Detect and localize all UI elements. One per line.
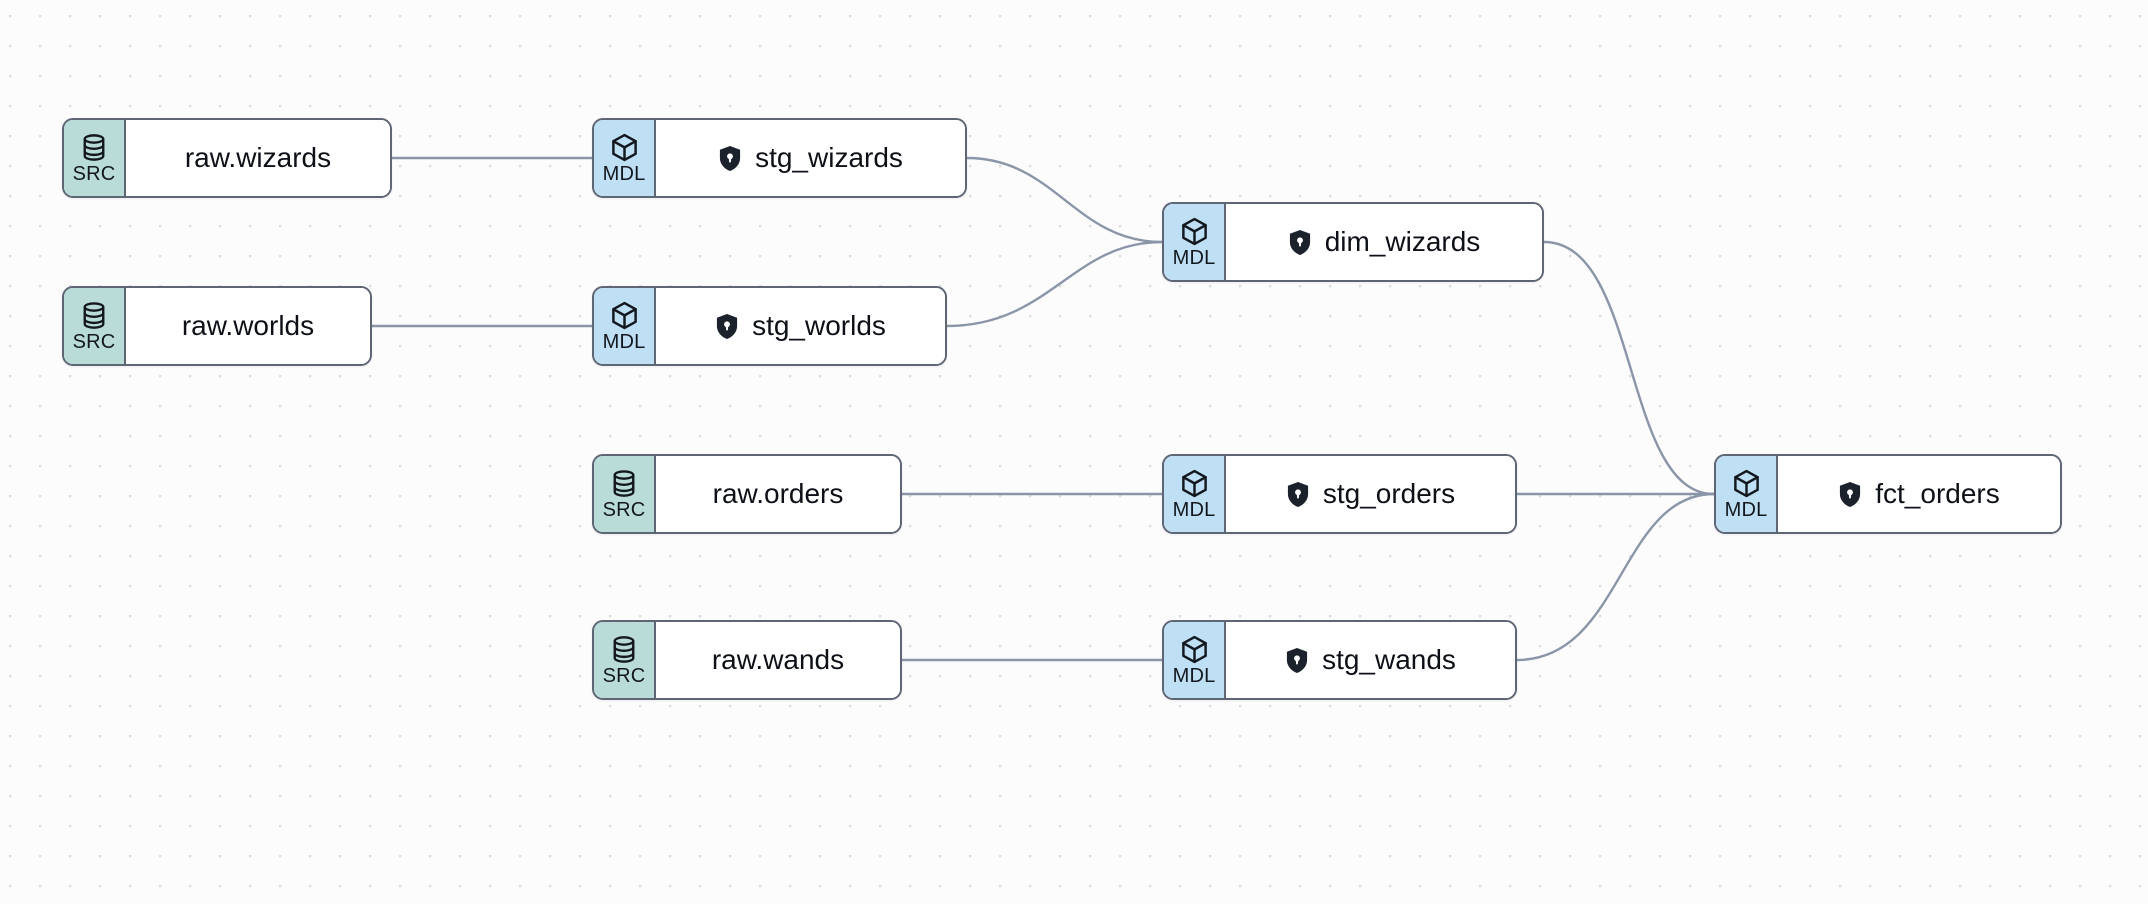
badge-label: MDL [1172,665,1216,687]
shield-lock-icon [1286,647,1308,673]
node-type-badge-src: SRC [64,288,126,364]
shield-lock-icon [719,145,741,171]
node-raw-orders[interactable]: SRC raw.orders [592,454,902,534]
node-body: raw.worlds [126,288,370,364]
node-type-badge-src: SRC [594,456,656,532]
cube-icon [1181,635,1207,664]
cube-icon [1733,469,1759,498]
node-label: dim_wizards [1324,226,1481,257]
node-label: stg_orders [1322,478,1456,509]
node-dim-wizards[interactable]: MDL dim_wizards [1162,202,1544,282]
node-type-badge-src: SRC [594,622,656,698]
node-label: raw.worlds [181,310,315,341]
node-label: stg_wands [1322,644,1456,675]
badge-label: MDL [1724,499,1768,521]
edge-dim_wizards-fct_orders [1542,240,1716,496]
cube-icon [611,133,637,162]
node-raw-wizards[interactable]: SRC raw.wizards [62,118,392,198]
node-body: fct_orders [1778,456,2060,532]
node-stg-orders[interactable]: MDL stg_orders [1162,454,1517,534]
node-label: raw.wands [711,644,845,675]
badge-label: SRC [602,665,646,687]
node-body: raw.wizards [126,120,390,196]
shield-lock-icon [1289,229,1310,255]
shield-lock-icon [1840,481,1861,507]
node-type-badge-mdl: MDL [1716,456,1778,532]
node-type-badge-src: SRC [64,120,126,196]
node-stg-wizards[interactable]: MDL stg_wizards [592,118,967,198]
node-type-badge-mdl: MDL [1164,622,1226,698]
edge-stg_worlds-dim_wizards [945,240,1164,328]
node-type-badge-mdl: MDL [1164,204,1226,280]
database-icon [613,470,635,497]
badge-label: SRC [602,499,646,521]
node-label: stg_wizards [755,142,903,173]
node-label: raw.orders [712,478,844,509]
node-body: stg_wizards [656,120,965,196]
node-type-badge-mdl: MDL [1164,456,1226,532]
node-raw-wands[interactable]: SRC raw.wands [592,620,902,700]
database-icon [613,636,635,663]
node-body: raw.orders [656,456,900,532]
node-label: fct_orders [1875,478,2000,509]
cube-icon [611,301,637,330]
node-type-badge-mdl: MDL [594,120,656,196]
node-stg-wands[interactable]: MDL stg_wands [1162,620,1517,700]
node-label: raw.wizards [184,142,332,173]
database-icon [83,302,105,329]
badge-label: MDL [602,163,646,185]
shield-lock-icon [1287,481,1308,507]
shield-lock-icon [716,313,738,339]
badge-label: MDL [602,331,646,353]
edge-stg_wizards-dim_wizards [965,156,1164,244]
badge-label: SRC [72,163,116,185]
node-fct-orders[interactable]: MDL fct_orders [1714,454,2062,534]
node-body: raw.wands [656,622,900,698]
badge-label: MDL [1172,499,1216,521]
edge-stg_wands-fct_orders [1515,492,1716,662]
node-body: dim_wizards [1226,204,1542,280]
node-body: stg_wands [1226,622,1515,698]
node-type-badge-mdl: MDL [594,288,656,364]
database-icon [83,134,105,161]
node-label: stg_worlds [752,310,886,341]
node-body: stg_worlds [656,288,945,364]
cube-icon [1181,217,1207,246]
badge-label: SRC [72,331,116,353]
node-stg-worlds[interactable]: MDL stg_worlds [592,286,947,366]
badge-label: MDL [1172,247,1216,269]
node-raw-worlds[interactable]: SRC raw.worlds [62,286,372,366]
cube-icon [1181,469,1207,498]
node-body: stg_orders [1226,456,1515,532]
